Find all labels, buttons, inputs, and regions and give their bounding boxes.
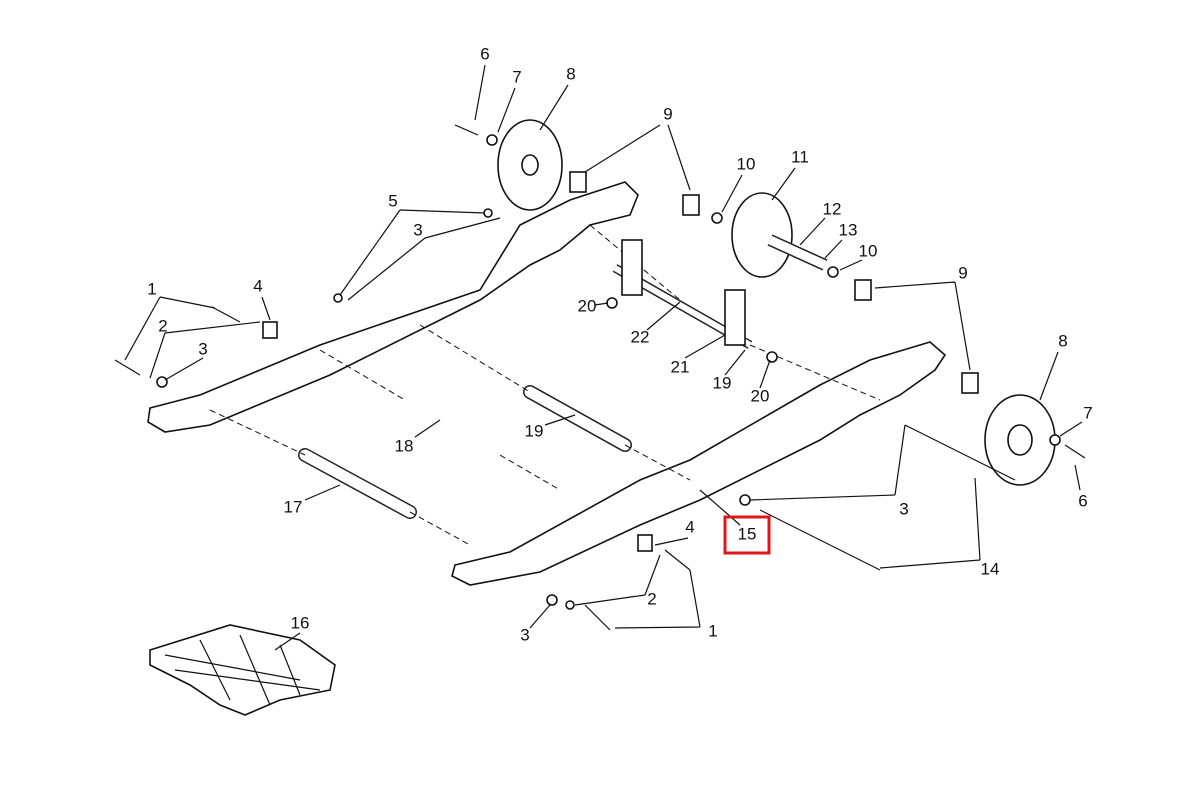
plate-4a xyxy=(262,321,278,339)
callout-18: 18 xyxy=(395,436,414,455)
highlight-box xyxy=(723,515,771,555)
callout-6: 6 xyxy=(480,44,489,63)
washer-10a xyxy=(711,212,723,224)
callout-2: 2 xyxy=(647,589,656,608)
callout-4: 4 xyxy=(253,276,262,295)
callout-3: 3 xyxy=(198,339,207,358)
nut-5b xyxy=(333,293,343,303)
plate-4b xyxy=(637,534,653,552)
washer-3c xyxy=(739,494,751,506)
wheel-hub xyxy=(521,154,539,176)
wheel-hub-right xyxy=(1007,424,1033,456)
bushing-9b xyxy=(682,194,700,216)
leader-lines xyxy=(124,64,1083,651)
washer-2b xyxy=(565,600,575,610)
bolt-1a xyxy=(114,359,141,376)
callout-8: 8 xyxy=(566,64,575,83)
cross-rod-17-fill xyxy=(299,449,416,518)
callout-9: 9 xyxy=(663,104,672,123)
callout-10: 10 xyxy=(737,154,756,173)
washer-3d xyxy=(546,594,558,606)
bolt-14b xyxy=(759,509,881,571)
hyfax-slide-16 xyxy=(149,624,336,716)
washer-3a xyxy=(156,376,168,388)
washer-20a xyxy=(606,297,618,309)
cross-rod-19-fill xyxy=(524,386,631,451)
callout-19: 19 xyxy=(713,373,732,392)
bolt-14a xyxy=(904,424,1016,481)
washer-7b xyxy=(1049,434,1061,446)
slide-pattern xyxy=(164,634,321,706)
callout-9: 9 xyxy=(958,263,967,282)
nut-5a xyxy=(483,208,493,218)
callout-10: 10 xyxy=(859,241,878,260)
cross-rod-18-fill xyxy=(399,394,506,461)
callout-6: 6 xyxy=(1078,491,1087,510)
callout-5: 5 xyxy=(388,191,397,210)
callout-3: 3 xyxy=(413,220,422,239)
washer-7a xyxy=(486,134,498,146)
bolt-6a xyxy=(454,124,479,136)
bushing-9d xyxy=(961,372,979,394)
washer-20b xyxy=(766,351,778,363)
callout-12: 12 xyxy=(823,199,842,218)
callout-1: 1 xyxy=(147,279,156,298)
bolt-1b xyxy=(211,306,241,323)
bolt-1c xyxy=(664,549,691,571)
callout-22: 22 xyxy=(631,327,650,346)
callout-3: 3 xyxy=(520,625,529,644)
callout-13: 13 xyxy=(839,220,858,239)
callout-20: 20 xyxy=(578,296,597,315)
idler-wheel-11 xyxy=(731,192,793,278)
bushing-9c xyxy=(854,279,872,301)
washer-10b xyxy=(827,266,839,278)
bushing-9a xyxy=(569,171,587,193)
callout-16: 16 xyxy=(291,613,310,632)
callout-1: 1 xyxy=(708,621,717,640)
bolt-6b xyxy=(1064,444,1086,459)
callout-21: 21 xyxy=(671,357,690,376)
callout-14: 14 xyxy=(981,559,1000,578)
bolt-1d xyxy=(584,604,611,631)
callout-3: 3 xyxy=(899,499,908,518)
bracket-left xyxy=(621,239,643,296)
callout-2: 2 xyxy=(158,316,167,335)
front-rail xyxy=(451,341,947,586)
bracket-right-21 xyxy=(724,289,746,346)
callout-17: 17 xyxy=(284,497,303,516)
callout-15-highlighted[interactable]: 15 xyxy=(738,524,757,543)
callout-20: 20 xyxy=(751,386,770,405)
axle-12-fill xyxy=(768,235,827,270)
callout-4: 4 xyxy=(685,517,694,536)
callout-8: 8 xyxy=(1058,331,1067,350)
centerlines xyxy=(209,224,881,546)
callout-19: 19 xyxy=(525,421,544,440)
callout-7: 7 xyxy=(1083,403,1092,422)
callout-7: 7 xyxy=(512,67,521,86)
callout-11: 11 xyxy=(791,147,809,166)
rear-rail xyxy=(147,181,639,433)
